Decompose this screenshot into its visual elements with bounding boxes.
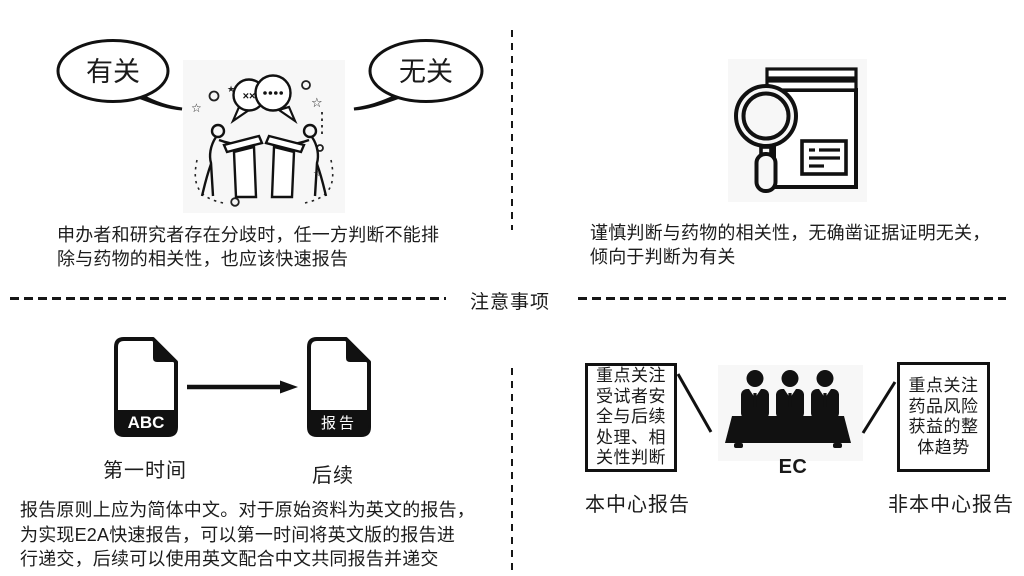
other-center-report-label: 非本中心报告	[888, 494, 1014, 516]
arrow-icon	[187, 380, 298, 394]
star-icon: ★	[227, 84, 235, 94]
horizontal-divider-left	[10, 297, 446, 300]
box-line: 受试者安	[596, 386, 666, 406]
speech-bubble-related: 有关	[56, 39, 183, 111]
box-line: 处理、相	[596, 427, 666, 447]
magnifier-document-icon	[728, 59, 867, 202]
vertical-divider-top	[511, 30, 513, 230]
ec-committee-icon	[718, 365, 863, 461]
caption-line: 行递交，后续可以使用英文配合中文共同报告并递交	[20, 549, 439, 569]
caption-line: 申办者和研究者存在分歧时，任一方判断不能排	[57, 225, 440, 245]
box-line: 重点关注	[596, 366, 666, 386]
caption-line: 倾向于判断为有关	[590, 247, 736, 267]
second-doc-caption: 后续	[312, 465, 354, 487]
this-center-report-label: 本中心报告	[585, 494, 690, 516]
box-line: 关性判断	[596, 448, 666, 468]
box-line: 药品风险	[908, 396, 979, 416]
keypoint-box-other-center: 重点关注 药品风险 获益的整 体趋势	[897, 362, 990, 472]
keypoint-box-this-center: 重点关注 受试者安 全与后续 处理、相 关性判断	[585, 363, 677, 472]
committee-member	[776, 370, 804, 419]
top-left-caption: 申办者和研究者存在分歧时，任一方判断不能排 除与药物的相关性，也应该快速报告	[57, 223, 439, 271]
speech-bubble-unrelated: 无关	[353, 39, 484, 111]
star-icon: ☆	[191, 101, 202, 115]
connector-line-right	[861, 381, 897, 434]
committee-member	[741, 370, 769, 419]
caption-line: 为实现E2A快速报告，可以第一时间将英文版的报告进	[20, 524, 456, 545]
connector-line-left	[676, 373, 713, 433]
doc-second-label: 报告	[321, 415, 357, 432]
box-line: 全与后续	[596, 407, 666, 427]
debate-marks: ××	[243, 91, 256, 103]
center-divider-label: 注意事项	[470, 292, 551, 313]
committee-member	[811, 370, 839, 419]
star-icon: ☆	[311, 95, 323, 110]
box-line: 体趋势	[917, 437, 970, 457]
caption-line: 除与药物的相关性，也应该快速报告	[57, 249, 349, 269]
caption-line: 谨慎判断与药物的相关性，无确凿证据证明无关，	[590, 223, 991, 243]
vertical-divider-bottom	[511, 368, 513, 576]
top-right-caption: 谨慎判断与药物的相关性，无确凿证据证明无关， 倾向于判断为有关	[590, 221, 990, 269]
box-line: 重点关注	[908, 376, 979, 395]
document-icon-second: 报告	[307, 337, 371, 437]
bubble-related-label: 有关	[86, 57, 140, 87]
debate-illustration: ☆ ★ ☆ ☆ ××	[183, 60, 345, 213]
ec-label: EC	[778, 456, 808, 478]
bottom-left-caption: 报告原则上应为简体中文。对于原始资料为英文的报告， 为实现E2A快速报告，可以第…	[20, 498, 475, 572]
doc-first-label: ABC	[128, 413, 165, 432]
horizontal-divider-right	[578, 297, 1006, 300]
box-line: 获益的整	[908, 417, 979, 436]
bubble-unrelated-label: 无关	[399, 57, 453, 87]
caption-line: 报告原则上应为简体中文。对于原始资料为英文的报告，	[20, 500, 475, 520]
first-doc-caption: 第一时间	[103, 460, 187, 482]
document-icon-first: ABC	[114, 337, 178, 437]
